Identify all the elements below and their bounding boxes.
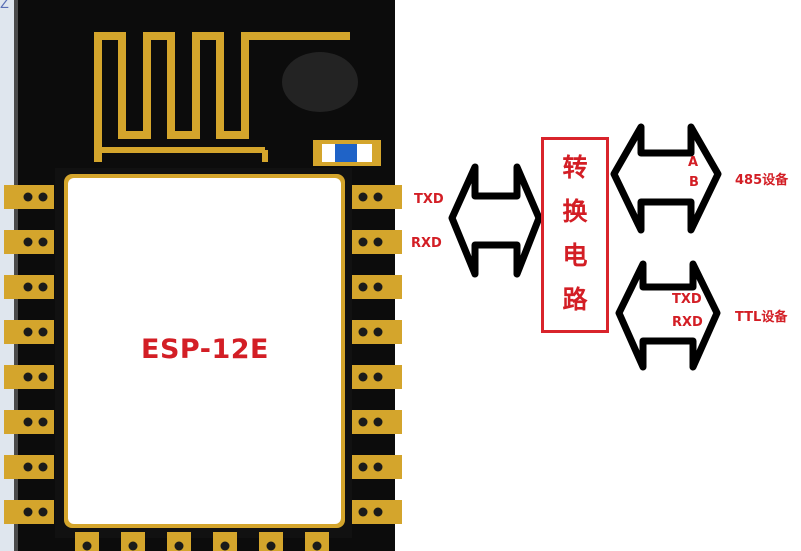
- bottom-pad: [121, 532, 145, 551]
- converter-char-1: 转: [562, 153, 588, 182]
- rs485-line-a-label: A: [688, 155, 699, 170]
- left-pad: [4, 320, 54, 344]
- ttl-rxd-label: RXD: [672, 315, 703, 330]
- right-pad: [352, 500, 402, 524]
- module-name-label: ESP-12E: [141, 334, 269, 365]
- converter-char-2: 换: [562, 197, 588, 226]
- double-headed-arrow-icon: [610, 123, 722, 234]
- pcb-reflection: [282, 52, 358, 112]
- corner-text: Z: [0, 0, 9, 12]
- double-headed-arrow-icon: [448, 163, 543, 278]
- ttl-txd-label: TXD: [672, 292, 702, 307]
- bottom-pad: [305, 532, 329, 551]
- ttl-device-label: TTL设备: [735, 310, 788, 325]
- right-pad: [352, 185, 402, 209]
- bottom-pad: [259, 532, 283, 551]
- antenna-icon: [94, 32, 350, 162]
- rs485-line-b-label: B: [689, 175, 699, 190]
- metal-shield: [68, 178, 341, 524]
- right-pad: [352, 320, 402, 344]
- converter-circuit-box: 转 换 电 路: [541, 137, 609, 333]
- left-pad: [4, 500, 54, 524]
- left-castellated-pads: [4, 185, 54, 524]
- right-pad: [352, 365, 402, 389]
- right-pad: [352, 410, 402, 434]
- converter-char-4: 路: [562, 285, 588, 314]
- right-pad: [352, 275, 402, 299]
- uart-txd-label: TXD: [414, 192, 444, 207]
- right-pad: [352, 230, 402, 254]
- blue-led-icon: [313, 140, 381, 166]
- double-headed-arrow-icon: [615, 260, 721, 371]
- left-pad: [4, 230, 54, 254]
- right-castellated-pads: [352, 185, 402, 524]
- bottom-pad: [167, 532, 191, 551]
- left-pad: [4, 365, 54, 389]
- uart-rxd-label: RXD: [411, 236, 442, 251]
- bottom-pad: [213, 532, 237, 551]
- rs485-device-label: 485设备: [735, 173, 789, 188]
- left-pad: [4, 185, 54, 209]
- right-pad: [352, 455, 402, 479]
- left-pad: [4, 455, 54, 479]
- converter-char-3: 电: [562, 241, 588, 270]
- bottom-castellated-pads: [75, 532, 329, 551]
- left-pad: [4, 275, 54, 299]
- left-pad: [4, 410, 54, 434]
- bottom-pad: [75, 532, 99, 551]
